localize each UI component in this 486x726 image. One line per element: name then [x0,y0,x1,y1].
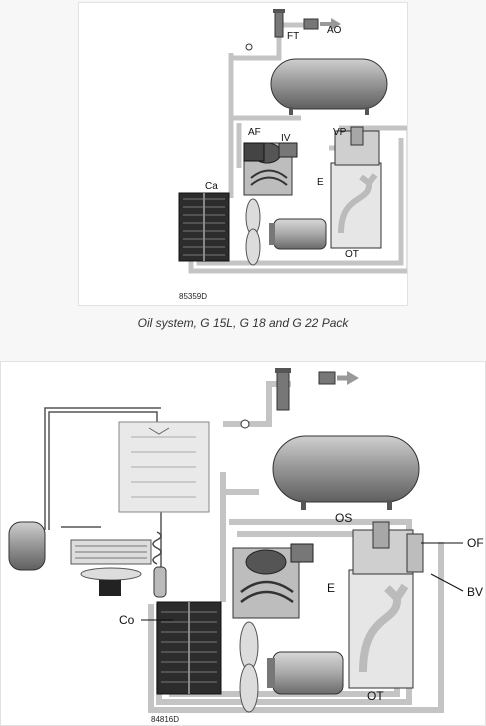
oil-cooler-co [156,601,222,695]
oil-system-diagram-bottom: OS OF BV E Co OT 84816D [8,368,484,724]
label-af: AF [248,127,261,138]
label-co: Co [119,613,135,627]
inlet-valve-iv [278,142,298,158]
condenser-fan-motor [99,580,121,596]
outlet-valve-ao [303,18,341,30]
refrigerant-compressor [8,521,46,571]
air-receiver-tank [270,58,388,115]
label-iv: IV [281,133,291,144]
pressure-gauge-icon [245,43,253,51]
label-ao: AO [327,25,342,36]
cooling-fan [245,198,261,266]
condenser-fan [80,567,142,581]
condenser [70,539,152,565]
oil-separator-tank-bottom [348,521,424,689]
label-ca: Ca [205,181,218,192]
label-ot: OT [345,249,359,260]
label-e-bottom: E [327,581,335,595]
label-os: OS [335,511,352,525]
refrigerant-lines [44,407,162,572]
outlet-valve [318,371,359,385]
leader-lines [141,542,464,621]
liquid-separator [153,566,167,598]
label-ft: FT [287,31,299,42]
capillary-coil [152,531,162,565]
bottom-diagram-panel: OS OF BV E Co OT 84816D [0,361,486,726]
air-receiver-tank-bottom [272,435,420,510]
top-diagram-panel: FT AO AF IV VP Ca E OT 85359D [78,2,408,306]
oil-separator-tank [330,126,382,249]
cooling-fan-bottom [239,621,259,713]
outlet-filter [275,368,291,411]
compressor-element-bottom [232,543,314,619]
label-e: E [317,177,324,188]
label-bv: BV [467,585,483,599]
oil-cooler-ca [178,192,230,262]
label-of: OF [467,536,484,550]
drive-motor-bottom [267,651,344,695]
drive-motor [269,218,327,250]
oil-system-diagram-top: FT AO AF IV VP Ca E OT 85359D [178,9,407,301]
refrigerant-dryer-exchanger [118,421,210,513]
label-ot-bottom: OT [367,689,384,703]
figure-caption-top: Oil system, G 15L, G 18 and G 22 Pack [137,316,349,330]
figure-code-bottom: 84816D [151,715,179,724]
air-filter-af [243,142,265,162]
filter-ft [273,9,285,38]
label-vp: VP [333,127,347,138]
pressure-gauge-icon-bottom [240,419,250,429]
figure-code-top: 85359D [179,292,207,301]
